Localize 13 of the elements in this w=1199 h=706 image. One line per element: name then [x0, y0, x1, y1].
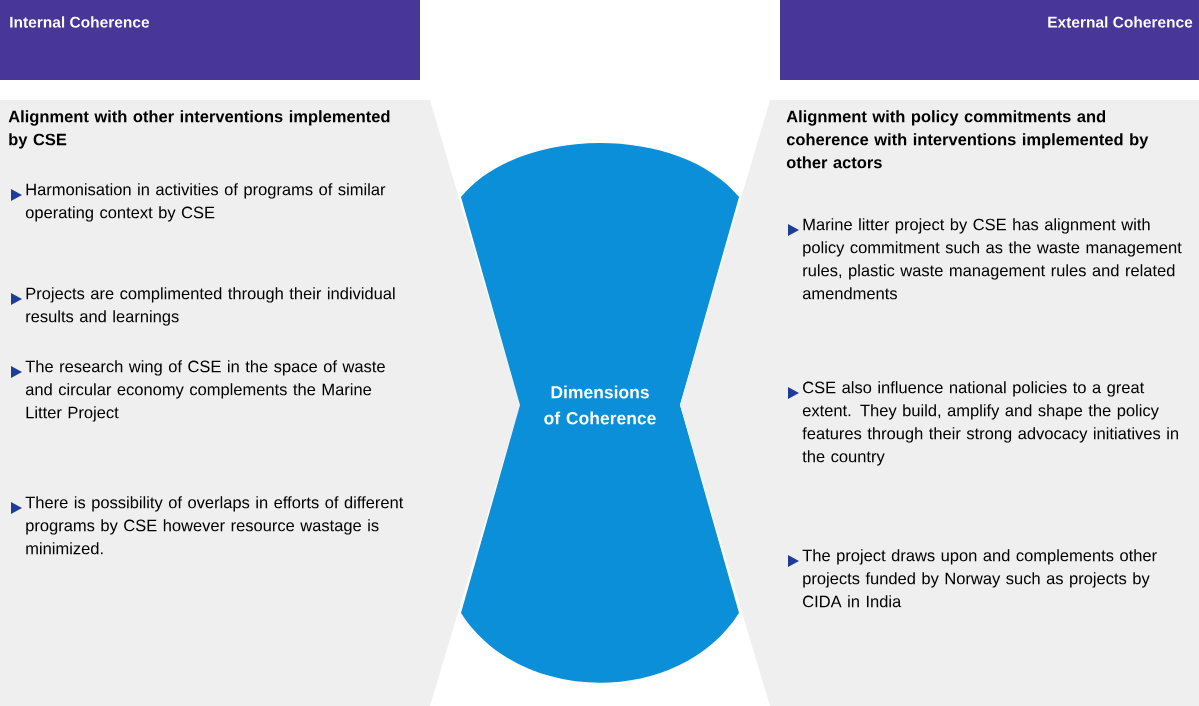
bullet-text: The research wing of CSE in the space of waste and circular economy complements the Marine Litter Project — [25, 360, 385, 422]
bullet-text: Projects are complimented through their individual results and learnings — [26, 287, 395, 326]
bullet-text: CSE also influence national policies to a great extent. They build, amplify and shape the policy features through their strong advocacy initiatives in the country — [802, 381, 1178, 466]
bullet-text: The project draws upon and complements other projects funded by Norway such as projects by CIDA in India — [802, 549, 1157, 608]
panel-heading: Alignment with other interventions implemented by CSE — [8, 110, 390, 149]
header-band: Internal Coherence — [0, 0, 420, 80]
bullet-text: There is possibility of overlaps in efforts of different programs by CSE however resource wastage is minimized. — [25, 496, 404, 555]
side-panel — [680, 100, 1199, 706]
bullet-text: Marine litter project by CSE has alignment with policy commitment such as the waste management rules, plastic waste management rules and related amendments — [802, 218, 1182, 300]
panel-heading: Alignment with policy commitments and coherence with interventions implemented by other actors — [786, 110, 1149, 169]
side-panel — [0, 100, 520, 706]
header-band: External Coherence — [780, 0, 1199, 80]
bullet-text: Harmonisation in activities of programs of similar operating context by CSE — [25, 183, 386, 222]
